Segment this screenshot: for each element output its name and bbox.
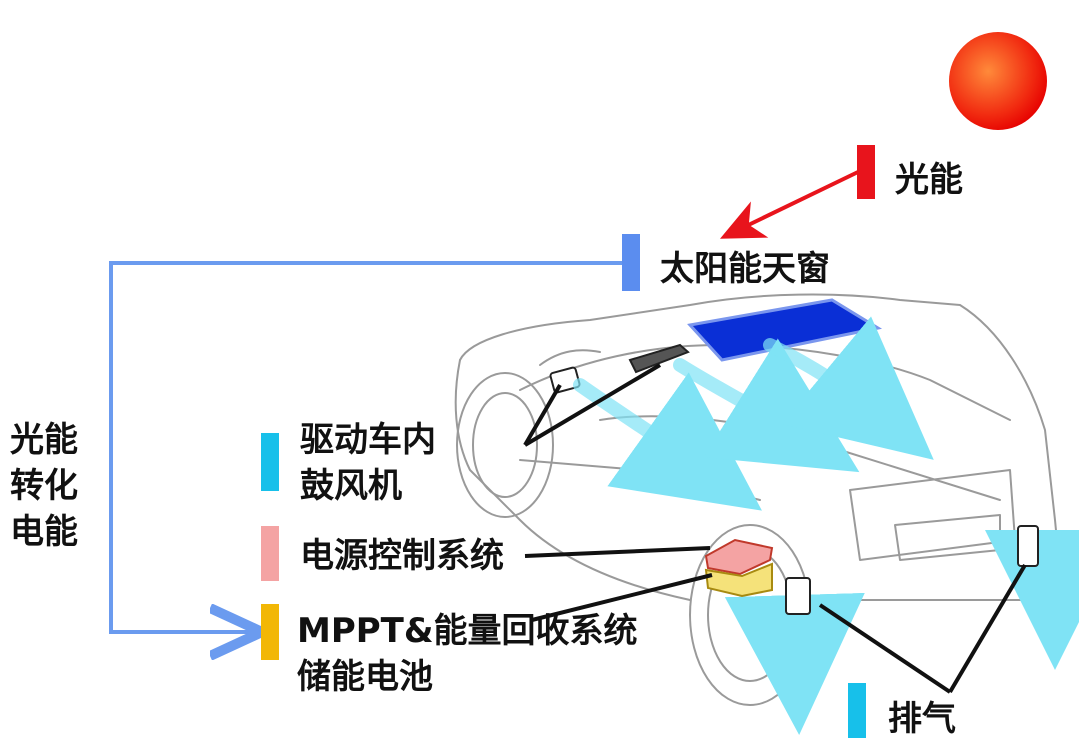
rear-vent-left [785, 577, 811, 615]
mppt-label: MPPT&能量回收系统 储能电池 [297, 608, 638, 700]
solar-sunroof-label: 太阳能天窗 [660, 249, 830, 289]
light-energy-bar [857, 145, 875, 199]
conversion-line-2: 转化 [10, 466, 78, 506]
exhaust-label: 排气 [888, 699, 956, 739]
sunroof-bar [622, 234, 640, 291]
battery-box [704, 562, 773, 598]
callout-lines [523, 363, 1027, 694]
sun-icon [949, 32, 1047, 130]
exhaust-bar [848, 683, 866, 738]
blower-bar [261, 433, 279, 491]
power-control-label: 电源控制系统 [300, 536, 504, 576]
light-ray-arrow [719, 170, 859, 239]
blower-label: 驱动车内 鼓风机 [300, 417, 436, 509]
conversion-line-1: 光能 [10, 420, 78, 460]
power-control-bar [261, 526, 279, 581]
mppt-bar [261, 604, 279, 660]
rear-vent-right [1017, 525, 1039, 567]
blower-line-2: 鼓风机 [300, 466, 402, 506]
light-energy-label: 光能 [895, 160, 963, 200]
airflow-arrows [573, 316, 1079, 735]
mppt-line-2: 储能电池 [297, 657, 433, 697]
power-control-box [704, 538, 774, 576]
blower-line-1: 驱动车内 [300, 420, 436, 460]
energy-flow-line [109, 261, 624, 632]
mppt-line-1: MPPT&能量回收系统 [297, 611, 638, 651]
conversion-line-3: 电能 [10, 512, 78, 552]
conversion-label: 光能 转化 电能 [10, 417, 78, 555]
